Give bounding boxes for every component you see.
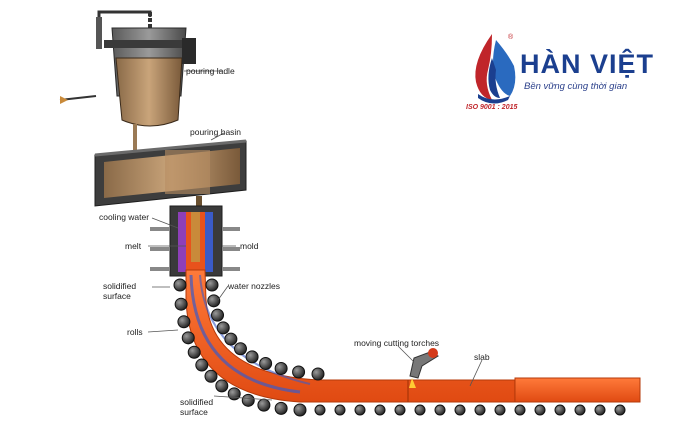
logo-brand-name: HÀN VIỆT — [520, 49, 655, 79]
logo-iso-badge: ISO 9001 : 2015 — [466, 104, 518, 111]
leader-water-nozzles — [217, 285, 229, 301]
label-melt: melt — [125, 241, 142, 251]
roll-runout — [594, 404, 606, 416]
leader-cooling-water — [151, 217, 179, 229]
torch-body — [409, 351, 440, 379]
slab-end — [514, 377, 641, 403]
logo-registered-mark: ® — [508, 34, 514, 41]
roll-inner — [274, 362, 288, 376]
roll-inner — [207, 294, 221, 308]
roll-runout — [374, 404, 386, 416]
roll-runout — [614, 404, 626, 416]
mold-pipe-2 — [150, 247, 170, 251]
ladle-molten — [115, 57, 183, 127]
label-cooling-water: cooling water — [99, 212, 150, 222]
roll-runout — [554, 404, 566, 416]
roll-inner — [259, 356, 273, 370]
leader-slab — [469, 359, 483, 387]
mold-pipe-5 — [222, 247, 240, 251]
roll-outer — [274, 401, 288, 415]
leader-pouring-basin — [210, 132, 225, 141]
roll-outer — [173, 278, 187, 292]
roll-runout — [394, 404, 406, 416]
mold-pipe-3 — [150, 267, 170, 271]
ladle-hanger-left — [96, 17, 102, 49]
label-mold: mold — [240, 241, 259, 251]
roll-inner — [234, 342, 247, 356]
roll-runout — [574, 404, 586, 416]
roll-inner — [224, 332, 238, 346]
pouring-basin — [94, 132, 247, 214]
roll-runout — [314, 404, 326, 416]
leader-cutting-torches — [397, 345, 415, 363]
mold-cooling-left — [178, 212, 186, 272]
mold — [148, 205, 240, 277]
basin-molten-highlight — [165, 150, 210, 194]
label-moving-cutting-torches: moving cutting torches — [354, 338, 440, 348]
roll-inner — [211, 308, 225, 322]
roll-runout — [414, 404, 426, 416]
rolls-group — [173, 278, 626, 417]
label-rolls: rolls — [127, 327, 143, 337]
ladle-trunnion — [182, 38, 196, 64]
leader-rolls — [147, 329, 179, 333]
label-pouring-basin: pouring basin — [190, 127, 242, 137]
roll-outer — [204, 369, 218, 383]
roll-inner — [292, 365, 306, 379]
ladle-rim — [104, 40, 194, 48]
roll-runout — [434, 404, 446, 416]
roll-runout — [514, 404, 526, 416]
roll-inner — [245, 350, 259, 364]
roll-inner — [216, 321, 230, 335]
cutting-torch — [397, 345, 440, 388]
roll-outer — [187, 345, 201, 359]
roll-outer — [195, 358, 209, 372]
roll-outer — [177, 315, 191, 329]
torch-head — [428, 348, 438, 358]
roll-inner — [205, 278, 219, 292]
roll-runout — [474, 404, 486, 416]
mold-cooling-right — [205, 212, 213, 272]
roll-outer — [293, 403, 307, 417]
mold-pipe-4 — [222, 227, 240, 231]
roll-runout — [454, 404, 466, 416]
ladle-stream — [133, 124, 137, 158]
mold-pipe-6 — [222, 267, 240, 271]
roll-runout — [334, 404, 346, 416]
roll-runout — [354, 404, 366, 416]
logo-tagline: Bền vững cùng thời gian — [524, 81, 628, 92]
basin-nozzle — [196, 196, 202, 214]
label-water-nozzles: water nozzles — [228, 281, 280, 291]
roll-outer — [174, 297, 188, 311]
slab-segments — [407, 359, 641, 403]
label-solidified-surface-top: solidified surface — [103, 281, 137, 301]
label-slab: slab — [474, 352, 490, 362]
roll-outer — [257, 398, 271, 412]
flame-logo-icon — [475, 34, 516, 104]
basin-rim — [94, 139, 247, 157]
strand-water-inner — [189, 274, 301, 394]
mold-core — [191, 212, 200, 262]
roll-runout — [534, 404, 546, 416]
label-pouring-ladle: pouring ladle — [186, 66, 235, 76]
torch-flame — [409, 378, 416, 388]
mold-pipe-1 — [150, 227, 170, 231]
label-solidified-surface-bottom: solidified surface — [180, 397, 214, 417]
roll-runout — [494, 404, 506, 416]
ladle-lever-tip — [60, 96, 68, 104]
pouring-ladle — [59, 10, 223, 158]
ladle-hanger-top — [97, 10, 152, 17]
roll-outer — [241, 393, 255, 407]
leader-solidified-bottom — [213, 395, 273, 401]
roll-outer — [181, 331, 195, 345]
roll-inner — [311, 367, 325, 381]
roll-outer — [215, 379, 229, 393]
